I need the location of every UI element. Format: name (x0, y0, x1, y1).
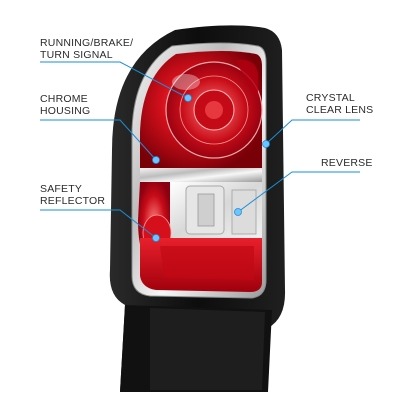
callout-safety-line1: SAFETY (40, 183, 83, 195)
callout-lines (40, 61, 360, 239)
callout-dots (152, 94, 270, 242)
callout-safety-reflector: SAFETY REFLECTOR (40, 183, 105, 207)
callout-crystal-line2: CLEAR LENS (306, 104, 374, 116)
callout-crystal-clear-lens: CRYSTAL CLEAR LENS (306, 92, 373, 116)
callout-line-safety (40, 209, 157, 239)
callout-running-line1: RUNNING/BRAKE/ (40, 37, 134, 49)
callout-chrome-line1: CHROME (40, 93, 88, 105)
callout-running-line2: TURN SIGNAL (40, 49, 113, 61)
callout-chrome-housing: CHROME HOUSING (40, 93, 90, 117)
callout-line-reverse (237, 171, 360, 213)
callout-line-crystal (265, 119, 360, 145)
callout-reverse-line1: REVERSE (321, 157, 373, 169)
callout-safety-line2: REFLECTOR (40, 195, 106, 207)
callout-reverse: REVERSE (321, 157, 373, 169)
callout-line-chrome (40, 119, 157, 161)
callout-running-brake-turn: RUNNING/BRAKE/ TURN SIGNAL (40, 37, 133, 61)
callout-line-running (40, 61, 189, 99)
callout-crystal-line1: CRYSTAL (306, 92, 355, 104)
callout-chrome-line2: HOUSING (40, 105, 91, 117)
